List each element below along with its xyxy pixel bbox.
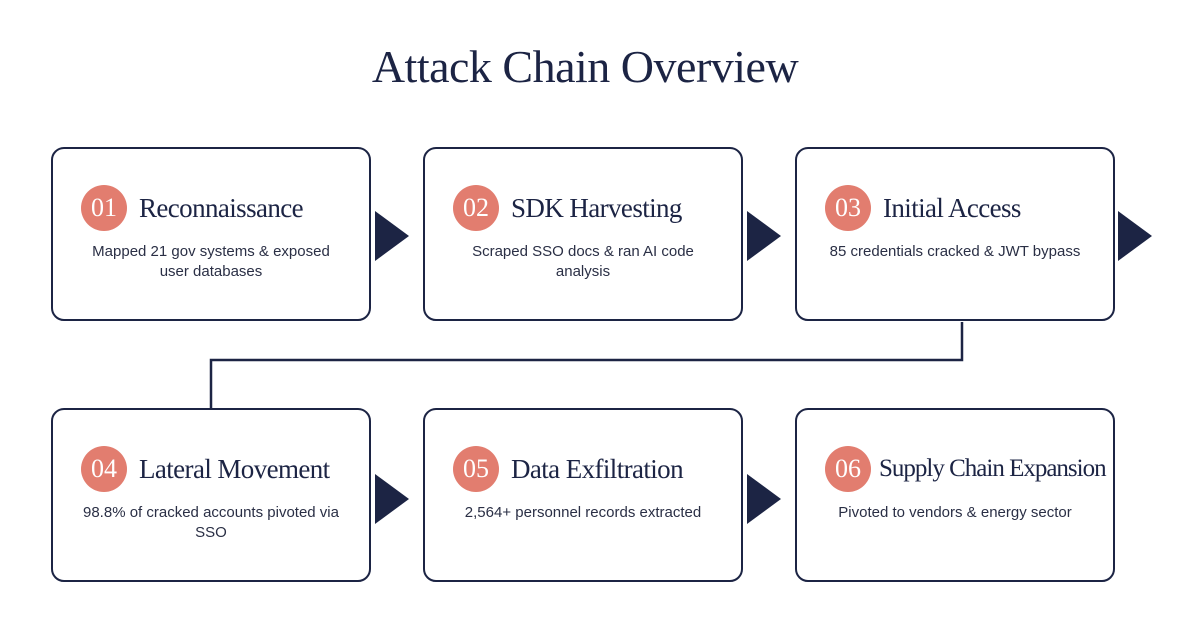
step-title: Data Exfiltration [511, 453, 684, 484]
step-card-06: 06 Supply Chain Expansion Pivoted to ven… [795, 408, 1115, 582]
step-number-badge: 05 [453, 446, 499, 492]
step-description: Scraped SSO docs & ran AI code analysis [472, 243, 694, 280]
step-title: Supply Chain Expansion [879, 455, 1107, 482]
step-header: 05 Data Exfiltration [453, 445, 731, 493]
step-card-01: 01 Reconnaissance Mapped 21 gov systems … [51, 147, 371, 321]
arrow-right-icon [375, 211, 409, 261]
arrow-right-icon [1118, 211, 1152, 261]
arrow-right-icon [747, 474, 781, 524]
step-title: Reconnaissance [139, 192, 304, 223]
step-header: 02 SDK Harvesting [453, 184, 731, 232]
step-description: 2,564+ personnel records extracted [464, 504, 702, 521]
step-card-04: 04 Lateral Movement 98.8% of cracked acc… [51, 408, 371, 582]
step-title: SDK Harvesting [511, 192, 682, 223]
step-card-05: 05 Data Exfiltration 2,564+ personnel re… [423, 408, 743, 582]
step-header: 03 Initial Access [825, 184, 1103, 232]
step-card-02: 02 SDK Harvesting Scraped SSO docs & ran… [423, 147, 743, 321]
page-title: Attack Chain Overview [371, 41, 799, 92]
step-number-badge: 06 [825, 446, 871, 492]
step-header: 01 Reconnaissance [81, 184, 359, 232]
step-title: Lateral Movement [139, 453, 330, 484]
step-card-03: 03 Initial Access 85 credentials cracked… [795, 147, 1115, 321]
arrow-right-icon [747, 211, 781, 261]
step-number-badge: 04 [81, 446, 127, 492]
step-header: 04 Lateral Movement [81, 445, 359, 493]
step-header: 06 Supply Chain Expansion [825, 445, 1107, 493]
step-number-badge: 01 [81, 185, 127, 231]
step-number-badge: 02 [453, 185, 499, 231]
step-number-badge: 03 [825, 185, 871, 231]
step-description: 98.8% of cracked accounts pivoted via SS… [83, 504, 339, 541]
step-description: 85 credentials cracked & JWT bypass [829, 243, 1081, 260]
step-title: Initial Access [883, 192, 1021, 223]
step-description: Mapped 21 gov systems & exposed user dat… [92, 243, 330, 280]
arrow-right-icon [375, 474, 409, 524]
step-description: Pivoted to vendors & energy sector [838, 504, 1072, 521]
